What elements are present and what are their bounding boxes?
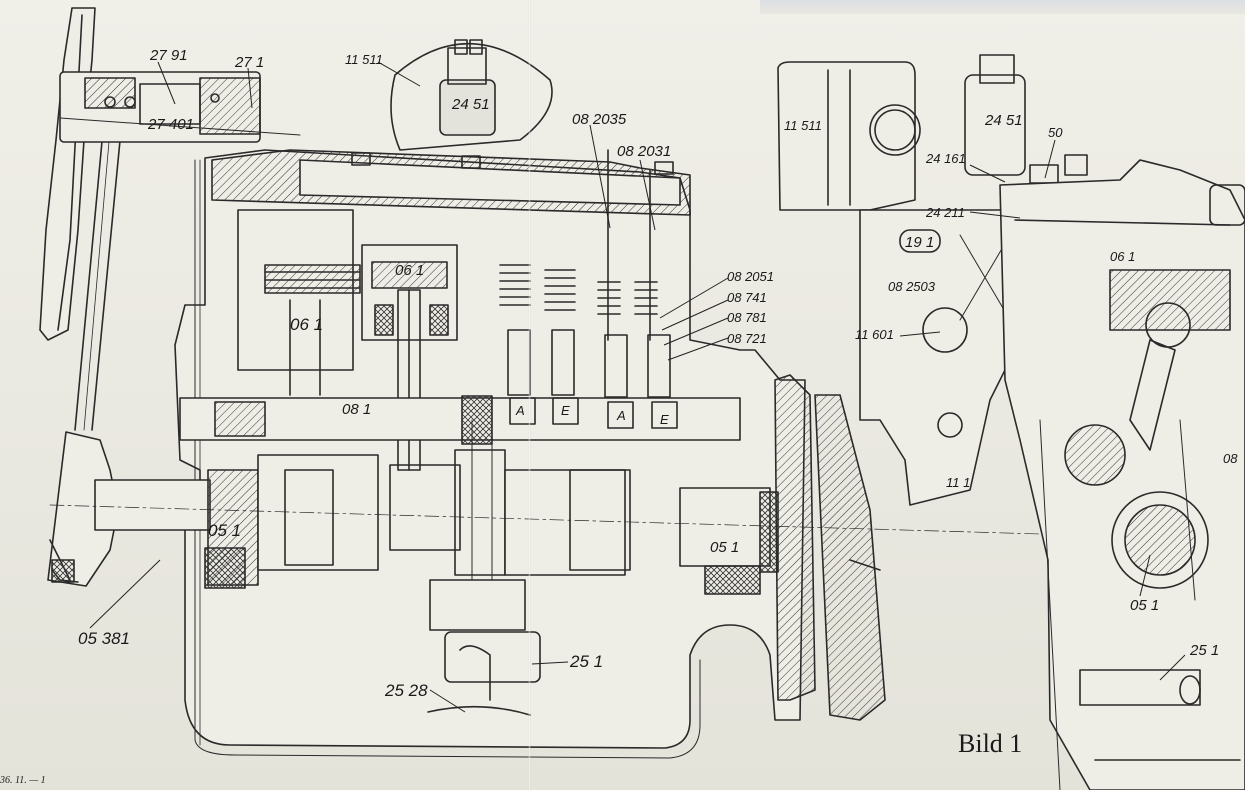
cylinder-head (211, 149, 691, 216)
flywheel (774, 374, 886, 721)
cylinder-1 (237, 209, 361, 396)
label-24-51-right: 24 51 (985, 112, 1023, 129)
label-11-601: 11 601 (855, 327, 894, 342)
sheet-reference: 36. 11. — 1 (0, 775, 46, 786)
label-05-1-middle: 05 1 (710, 539, 740, 556)
injection-pump-right (859, 209, 1011, 506)
label-08-781: 08 781 (727, 310, 767, 325)
injector-right (964, 54, 1088, 184)
label-08-741: 08 741 (727, 290, 767, 305)
cylinder-2 (361, 244, 458, 471)
crankshaft (49, 449, 1245, 595)
label-11-1: 11 1 (946, 475, 971, 490)
fuel-filter-housing (777, 61, 921, 211)
label-06-1-right: 06 1 (1110, 249, 1136, 264)
label-11-511-right: 11 511 (784, 118, 822, 133)
background-strip (760, 0, 1245, 14)
injection-pump-left (390, 39, 553, 151)
label-27-91: 27 91 (150, 47, 188, 64)
label-05-381: 05 381 (78, 629, 130, 648)
label-08-721: 08 721 (727, 331, 767, 346)
label-05-1-left: 05 1 (208, 521, 242, 540)
camshaft (179, 395, 741, 445)
label-08-2503: 08 2503 (888, 279, 935, 294)
label-24-211: 24 211 (926, 205, 965, 220)
label-cam-a1: A (516, 403, 525, 418)
leader-lines (89, 61, 1186, 713)
label-27-1: 27 1 (235, 54, 265, 71)
label-19-1: 19 1 (905, 234, 935, 251)
figure-caption: Bild 1 (958, 729, 1023, 758)
v-belt (74, 119, 123, 431)
label-24-51-left: 24 51 (452, 96, 490, 113)
label-08-cut: 08 (1223, 451, 1238, 466)
label-08-2035: 08 2035 (572, 111, 627, 128)
label-25-1-right: 25 1 (1190, 642, 1220, 659)
label-05-1-right: 05 1 (1130, 597, 1160, 614)
label-cam-e1: E (561, 403, 570, 418)
label-25-28: 25 28 (385, 681, 428, 700)
label-08-2031: 08 2031 (617, 143, 672, 160)
label-08-2051: 08 2051 (727, 269, 774, 284)
label-27-401: 27 401 (148, 116, 194, 133)
label-24-161: 24 161 (926, 151, 966, 166)
fan-hub (59, 71, 301, 143)
engine-side-section (999, 159, 1245, 790)
label-06-1-piston: 06 1 (395, 262, 425, 279)
label-cam-a2: A (617, 408, 626, 423)
oil-pump (427, 419, 541, 716)
label-11-511-left: 11 511 (345, 52, 383, 67)
page-fold (528, 0, 531, 790)
label-cam-e2: E (660, 412, 669, 427)
fan-blade (39, 7, 96, 341)
label-50: 50 (1048, 125, 1063, 140)
label-08-1: 08 1 (342, 401, 372, 418)
label-25-1-left: 25 1 (570, 652, 604, 671)
label-06-1-cylinder: 06 1 (290, 315, 324, 334)
